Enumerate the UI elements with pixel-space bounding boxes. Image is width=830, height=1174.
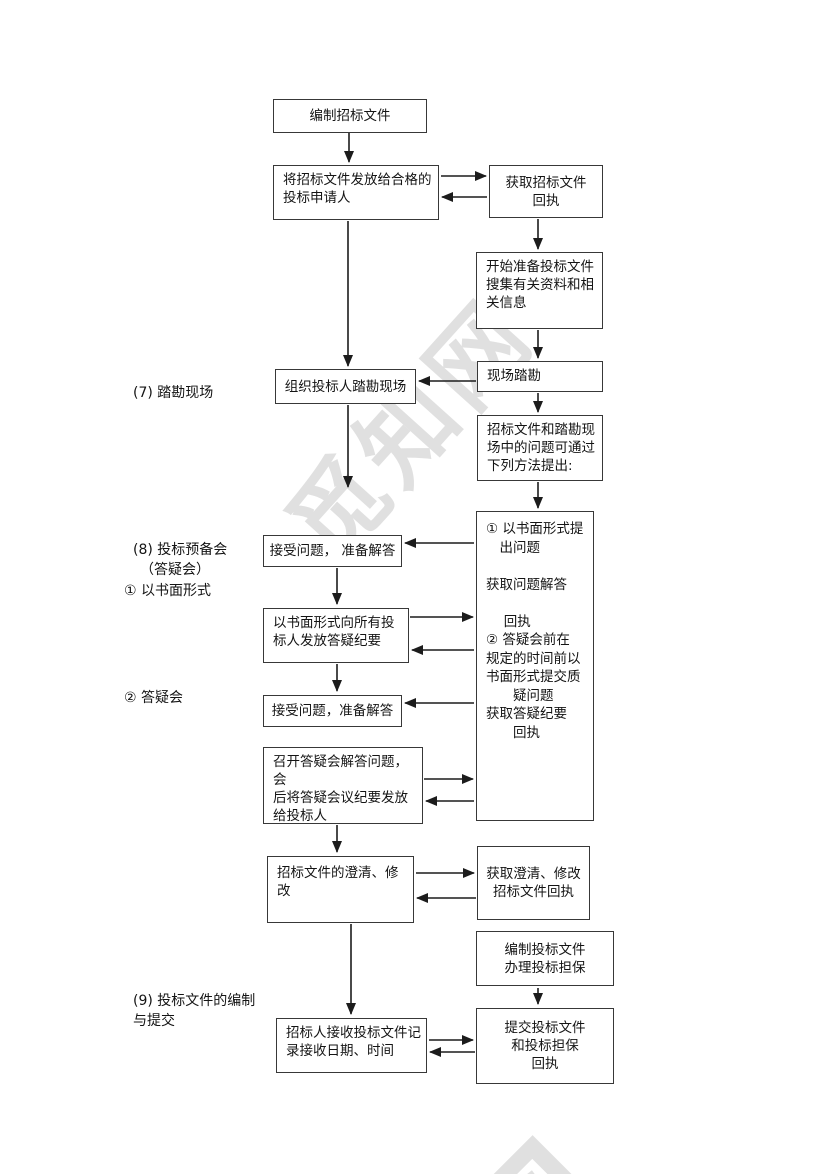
box-accept-questions-written: 接受问题， 准备解答 [263,535,402,567]
label-step8-line2: （答疑会） [140,562,210,578]
box-obtain-docs-receipt: 获取招标文件 回执 [489,165,603,218]
box-site-survey: 现场踏勘 [477,361,603,392]
box-receive-bid-docs: 招标人接收投标文件记 录接收日期、时间 [276,1018,427,1073]
box-question-methods-detail: ① 以书面形式提 出问题 获取问题解答 回执 ② 答疑会前在 规定的时间前以 书… [476,511,594,821]
label-step8-line1: (8) 投标预备会 [133,542,228,558]
box-organize-site-survey: 组织投标人踏勘现场 [275,369,416,404]
label-step7-site-survey: (7) 踏勘现场 [133,385,214,401]
box-distribute-bidding-docs: 将招标文件发放给合格的 投标申请人 [273,165,439,220]
box-question-methods-intro: 招标文件和踏勘现 场中的问题可通过 下列方法提出: [477,415,603,481]
box-hold-qa-meeting: 召开答疑会解答问题，会 后将答疑会议纪要发放 给投标人 [263,747,423,824]
box-prepare-bid-and-guarantee: 编制投标文件 办理投标担保 [476,931,614,986]
box-clarify-modify-docs: 招标文件的澄清、修改 [267,856,414,923]
label-step8-answer-meeting: ② 答疑会 [124,690,184,706]
box-distribute-qa-minutes: 以书面形式向所有投 标人发放答疑纪要 [263,608,409,663]
box-accept-questions-meeting: 接受问题，准备解答 [263,695,402,727]
label-step8-line3: ① 以书面形式 [124,583,212,599]
label-step9-bid-preparation: (9) 投标文件的编制 与提交 [133,993,256,1029]
box-compile-bidding-docs: 编制招标文件 [273,99,427,133]
box-start-preparing-bid: 开始准备投标文件 搜集有关资料和相 关信息 [476,252,603,329]
box-obtain-clarify-receipt: 获取澄清、修改 招标文件回执 [477,846,590,920]
box-submit-bid-docs-receipt: 提交投标文件 和投标担保 回执 [476,1008,614,1084]
